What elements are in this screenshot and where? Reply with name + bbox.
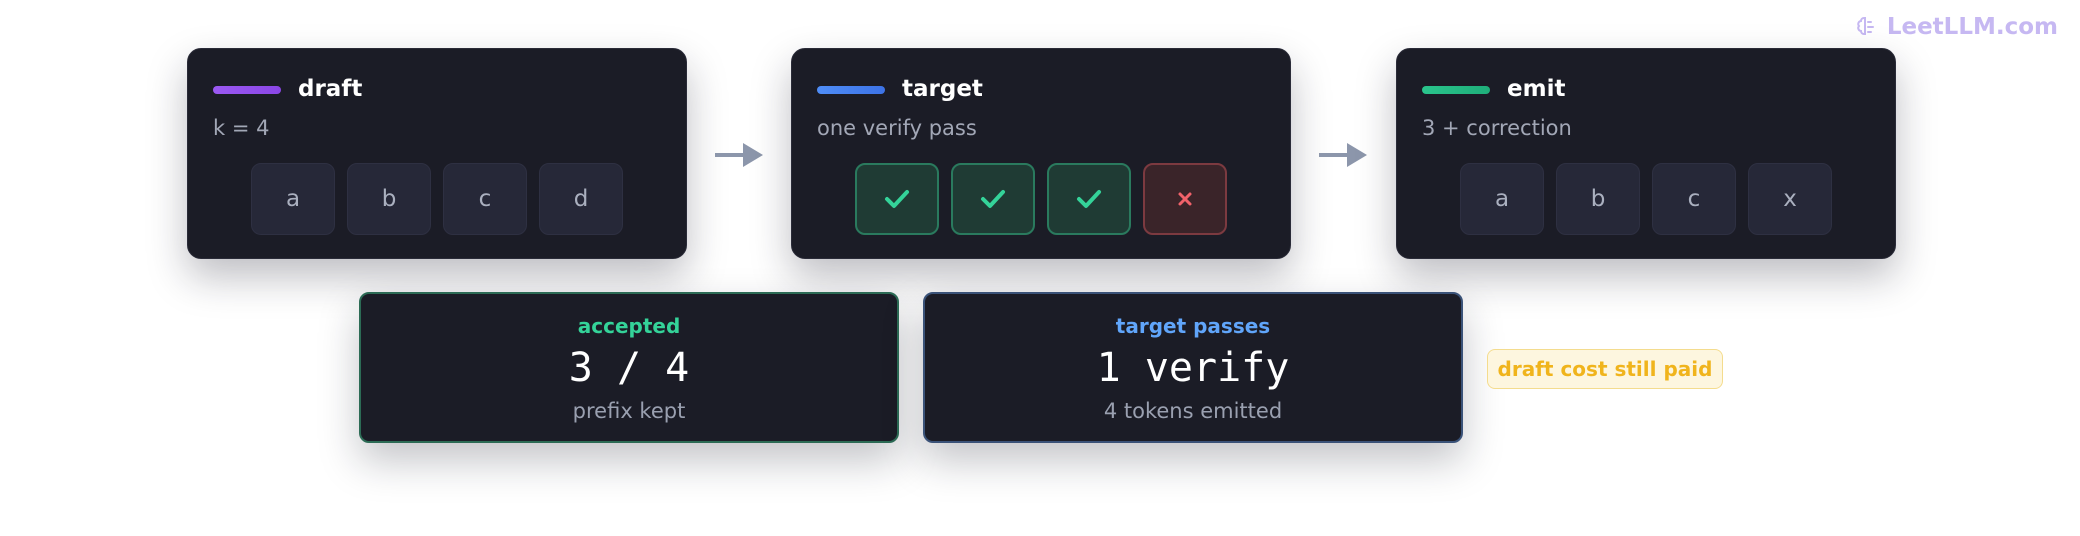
- token: c: [1652, 163, 1736, 235]
- token: d: [539, 163, 623, 235]
- rejected-token: [1143, 163, 1227, 235]
- draft-accent-bar: [213, 86, 281, 94]
- stat-value: 1 verify: [1096, 345, 1290, 391]
- draft-stage-card: draft k = 4 a b c d: [187, 48, 687, 259]
- stage-subtitle: k = 4: [213, 116, 270, 140]
- emit-accent-bar: [1422, 86, 1490, 94]
- token: c: [443, 163, 527, 235]
- accepted-token: [951, 163, 1035, 235]
- stage-title: target: [902, 76, 983, 102]
- stage-title: emit: [1507, 76, 1566, 102]
- stat-note: 4 tokens emitted: [1103, 399, 1283, 423]
- stage-subtitle: one verify pass: [817, 116, 977, 140]
- target-stage-card: target one verify pass: [791, 48, 1291, 259]
- stat-label: target passes: [1115, 314, 1271, 338]
- target-passes-stat-card: target passes 1 verify 4 tokens emitted: [923, 292, 1463, 443]
- watermark-text: LeetLLM.com: [1886, 14, 2058, 40]
- stat-label: accepted: [577, 314, 681, 338]
- check-icon: [1077, 190, 1101, 208]
- verify-row: [792, 163, 1290, 235]
- token: b: [347, 163, 431, 235]
- stat-value: 3 / 4: [568, 345, 690, 391]
- token-row: a b c x: [1397, 163, 1895, 235]
- arrow-right-icon: [1319, 143, 1367, 167]
- stage-title: draft: [298, 76, 363, 102]
- token: a: [1460, 163, 1544, 235]
- token: x: [1748, 163, 1832, 235]
- draft-cost-badge: draft cost still paid: [1487, 349, 1723, 389]
- cross-icon: [1178, 192, 1192, 206]
- token-row: a b c d: [188, 163, 686, 235]
- token: a: [251, 163, 335, 235]
- check-icon: [885, 190, 909, 208]
- target-accent-bar: [817, 86, 885, 94]
- brain-icon: [1857, 17, 1874, 35]
- accepted-token: [855, 163, 939, 235]
- token: b: [1556, 163, 1640, 235]
- stat-note: prefix kept: [572, 399, 686, 423]
- arrow-right-icon: [715, 143, 763, 167]
- stage-subtitle: 3 + correction: [1422, 116, 1572, 140]
- emit-stage-card: emit 3 + correction a b c x: [1396, 48, 1896, 259]
- accepted-stat-card: accepted 3 / 4 prefix kept: [359, 292, 899, 443]
- watermark: LeetLLM.com: [1855, 14, 2058, 40]
- accepted-token: [1047, 163, 1131, 235]
- check-icon: [981, 190, 1005, 208]
